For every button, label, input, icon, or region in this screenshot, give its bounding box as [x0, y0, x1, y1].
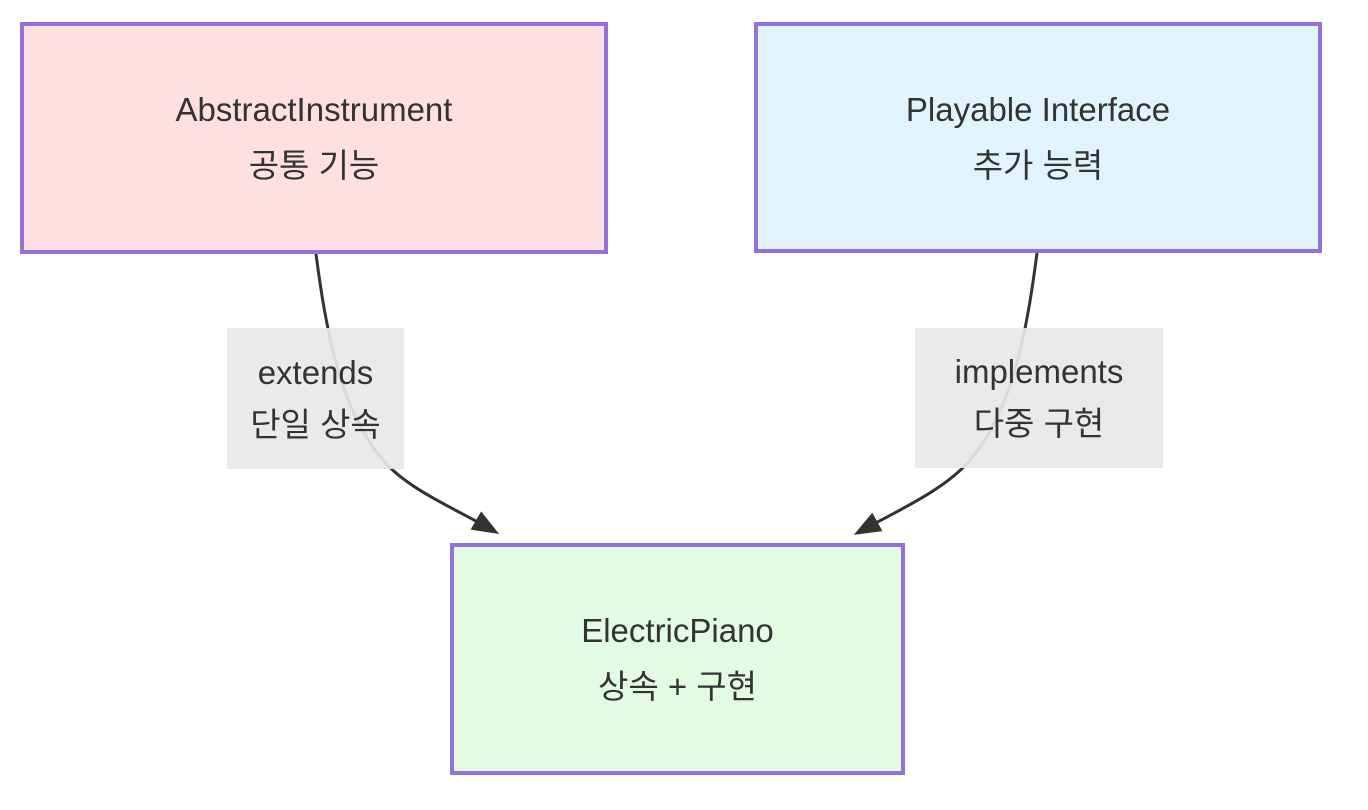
node-playable-interface-subtitle: 추가 능력: [972, 146, 1104, 184]
node-abstract-instrument-title: AbstractInstrument: [175, 91, 453, 129]
edge-label-implements-text: implements: [954, 353, 1124, 391]
edge-label-extends-subtext: 단일 상속: [250, 405, 381, 443]
node-playable-interface-title: Playable Interface: [905, 90, 1171, 128]
node-electric-piano: ElectricPiano 상속 + 구현: [450, 543, 905, 775]
node-abstract-instrument: AbstractInstrument 공통 기능: [20, 22, 608, 254]
edge-label-extends-text: extends: [257, 353, 374, 391]
node-playable-interface: Playable Interface 추가 능력: [754, 22, 1322, 253]
node-electric-piano-subtitle: 상속 + 구현: [597, 668, 758, 705]
edge-label-implements-subtext: 다중 구현: [973, 405, 1105, 442]
node-abstract-instrument-subtitle: 공통 기능: [248, 147, 380, 184]
edge-label-implements: implements 다중 구현: [915, 328, 1163, 468]
edge-label-extends: extends 단일 상속: [227, 328, 404, 469]
node-electric-piano-title: ElectricPiano: [581, 612, 774, 650]
